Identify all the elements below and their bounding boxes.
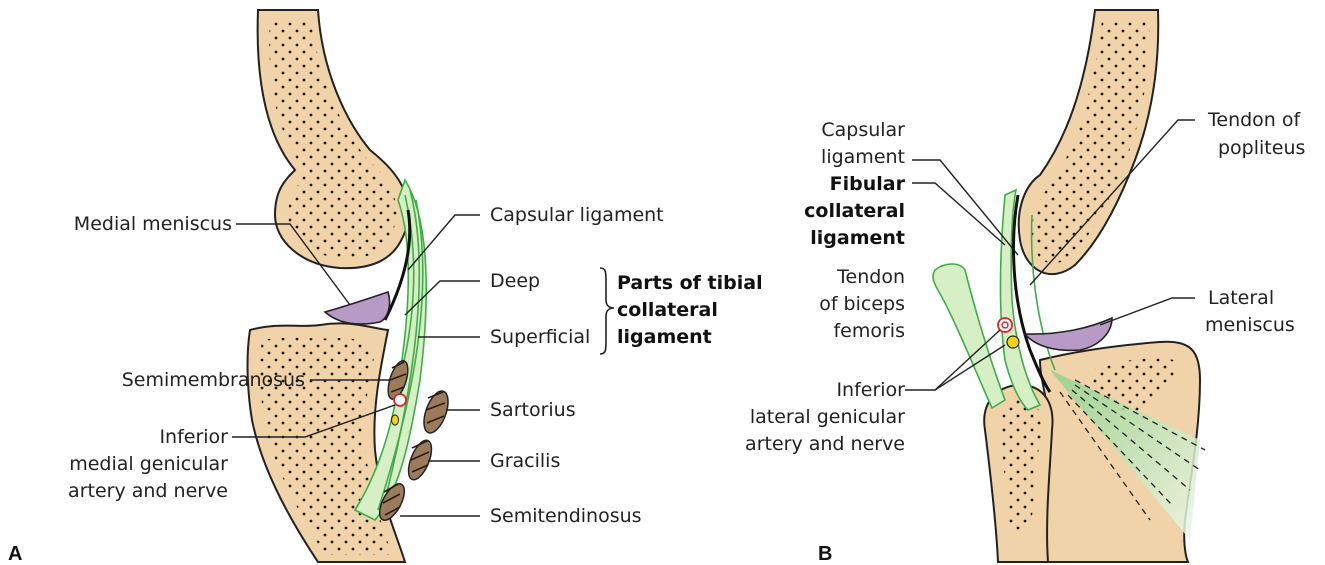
lateral-genicular-nerve <box>1007 336 1019 348</box>
label-fibular-3: ligament <box>810 227 905 249</box>
label-parts-line1: Parts of tibial <box>617 272 763 294</box>
label-capsular-b-2: ligament <box>821 146 905 168</box>
parts-brace <box>600 268 614 354</box>
label-gracilis: Gracilis <box>490 450 560 472</box>
label-fibular-1: Fibular <box>830 173 906 195</box>
medial-genicular-nerve <box>392 415 399 425</box>
label-popliteus-2: popliteus <box>1218 137 1305 159</box>
label-deep: Deep <box>490 270 540 292</box>
label-lateral-meniscus-2: meniscus <box>1205 314 1295 336</box>
label-sartorius: Sartorius <box>490 399 576 421</box>
label-superficial: Superficial <box>490 326 590 348</box>
label-biceps-1: Tendon <box>836 266 905 288</box>
label-lateral-meniscus-1: Lateral <box>1208 287 1274 309</box>
lateral-meniscus-shape <box>1025 318 1112 350</box>
panel-label-b: B <box>818 543 832 565</box>
label-capsular-b-1: Capsular <box>821 119 905 141</box>
label-semitendinosus: Semitendinosus <box>490 505 642 527</box>
label-inferior-lateral-2: lateral genicular <box>750 406 905 428</box>
label-capsular-ligament-a: Capsular ligament <box>490 204 664 226</box>
sartorius-tendon <box>419 388 453 436</box>
panel-a: Medial meniscus Capsular ligament Deep S… <box>8 10 763 565</box>
label-medial-meniscus: Medial meniscus <box>74 213 232 235</box>
lateral-genicular-artery <box>998 318 1012 332</box>
label-inferior-lateral-1: Inferior <box>836 379 905 401</box>
panel-b: Capsular ligament Fibular collateral lig… <box>745 10 1305 565</box>
label-parts-line3: ligament <box>617 326 712 348</box>
label-parts-line2: collateral <box>617 299 718 321</box>
label-inferior-medial-1: Inferior <box>159 426 228 448</box>
label-biceps-2: of biceps <box>819 293 905 315</box>
label-biceps-3: femoris <box>833 320 905 342</box>
medial-meniscus-shape <box>325 292 390 324</box>
medial-genicular-artery <box>394 394 406 406</box>
label-semimembranosus: Semimembranosus <box>122 369 305 391</box>
label-popliteus-1: Tendon of <box>1207 109 1302 131</box>
label-fibular-2: collateral <box>804 200 905 222</box>
label-inferior-medial-3: artery and nerve <box>68 480 228 502</box>
label-inferior-lateral-3: artery and nerve <box>745 433 905 455</box>
gracilis-tendon <box>404 437 436 483</box>
panel-label-a: A <box>8 543 22 565</box>
label-inferior-medial-2: medial genicular <box>69 453 228 475</box>
